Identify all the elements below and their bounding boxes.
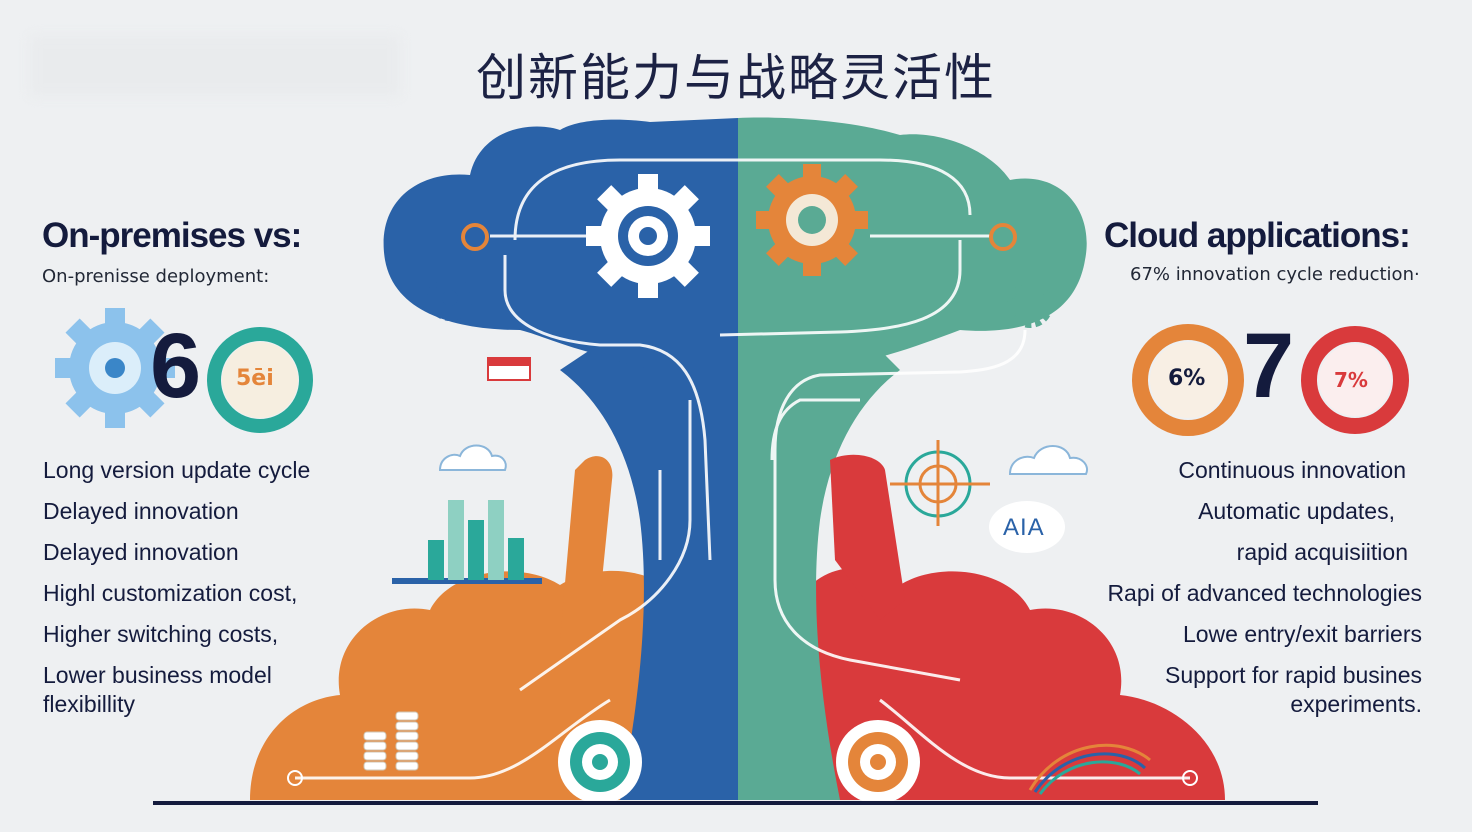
left-subtitle: On-prenisse deployment: — [42, 266, 270, 287]
right-donut-right-label: 7% — [1334, 368, 1368, 392]
list-item: Delayed innovation — [43, 498, 239, 524]
coin-stack-icon — [363, 711, 419, 771]
gear-icon-orange — [756, 164, 868, 276]
small-gear-left-icon — [427, 275, 473, 321]
list-item: Higher switching costs, — [43, 621, 279, 647]
list-item: Rapi of advanced technologies — [1107, 580, 1422, 606]
list-item: Support for rapid busines — [1165, 662, 1422, 688]
orange-branch — [560, 456, 613, 640]
bottom-gear-right-icon — [836, 720, 920, 804]
donut-chart-right-red — [1301, 326, 1409, 434]
list-item: Highl customization cost, — [43, 580, 298, 606]
page-title: 创新能力与战略灵活性 — [476, 49, 996, 107]
right-big-number: 7 — [1243, 315, 1295, 417]
bottom-gear-left-icon — [558, 720, 642, 804]
list-item: rapid acquisiition — [1236, 539, 1408, 565]
list-item: Long version update cycle — [43, 457, 311, 483]
rainbow-arc — [1028, 743, 1151, 795]
left-feature-list: Long version update cycle Delayed innova… — [43, 450, 310, 725]
list-item: Continuous innovation — [1178, 457, 1406, 483]
blurred-header-area — [30, 36, 400, 96]
target-icon — [890, 440, 990, 526]
list-item: Delayed innovation — [43, 539, 239, 565]
bar-chart-icon — [392, 500, 542, 584]
ai-badge — [989, 501, 1065, 553]
ground-line — [153, 801, 1318, 805]
list-item: Automatic updates, — [1198, 498, 1395, 524]
left-donut-label: 5ēi — [236, 366, 274, 391]
small-gear-right-icon — [1007, 282, 1053, 328]
gear-icon-white — [586, 174, 710, 298]
trunk-left — [560, 330, 738, 800]
right-subtitle: 67% innovation cycle reduction· — [1130, 264, 1420, 285]
cloud-icon-left — [438, 444, 507, 471]
red-branch — [830, 454, 905, 620]
left-heading: On-premises vs: — [42, 216, 302, 255]
left-big-number: 6 — [150, 315, 202, 417]
ai-badge-label: AIA — [1003, 514, 1045, 541]
right-donut-left-label: 6% — [1168, 366, 1206, 391]
right-heading: Cloud applications: — [1104, 216, 1411, 255]
cloud-icon-right — [1008, 445, 1088, 475]
list-item: Lower business model — [43, 662, 272, 688]
right-feature-list: Continuous innovation Automatic updates,… — [1107, 450, 1422, 725]
list-item: experiments. — [1290, 691, 1422, 717]
donut-chart-right-orange — [1132, 324, 1244, 436]
list-item: Lowe entry/exit barriers — [1182, 621, 1422, 647]
trunk-right — [738, 330, 900, 800]
list-item: flexibillity — [43, 691, 136, 717]
donut-chart-left — [207, 327, 313, 433]
